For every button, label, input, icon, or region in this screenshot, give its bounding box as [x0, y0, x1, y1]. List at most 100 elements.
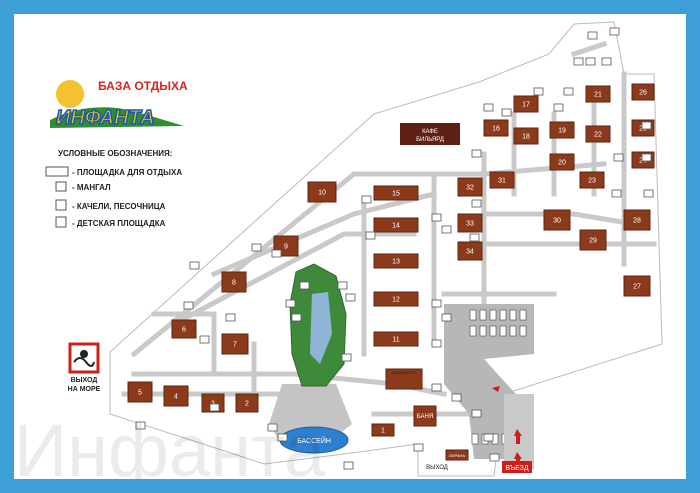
- gazebo-icon: [343, 461, 354, 470]
- legend-item-grill-label: - МАНГАЛ: [72, 183, 111, 192]
- grill-icon: [345, 293, 356, 302]
- building-lot-33: [457, 213, 483, 233]
- gazebo-icon: [553, 103, 564, 112]
- building-number-6: 6: [182, 327, 186, 334]
- gazebo-icon: [199, 335, 210, 344]
- gazebo-icon: [643, 189, 654, 198]
- gazebo-icon: [271, 249, 282, 258]
- building-number-12: 12: [392, 297, 400, 304]
- map-canvas: ВЪЕЗД БАССЕЙН КАФЕ БИЛЬЯРД БАНЯ АДМИНИСТ…: [14, 21, 663, 479]
- building-number-27: 27: [633, 284, 641, 291]
- building-number-1: 1: [381, 428, 385, 435]
- grill-icon: [469, 233, 480, 242]
- grill-icon: [641, 121, 652, 130]
- sauna-label: БАНЯ: [417, 414, 433, 420]
- parked-car: [519, 309, 527, 321]
- grill-icon: [563, 87, 574, 96]
- legend-item-swing-label: - КАЧЕЛИ, ПЕСОЧНИЦА: [72, 202, 166, 211]
- grill-icon: [601, 57, 612, 66]
- building-number-20: 20: [558, 160, 566, 167]
- building-lot-16: [483, 119, 509, 137]
- building-number-32: 32: [466, 185, 474, 192]
- building-number-18: 18: [522, 134, 530, 141]
- grill-icon: [613, 153, 624, 162]
- building-lot-6: [171, 319, 197, 339]
- parked-car: [471, 433, 479, 445]
- legend: УСЛОВНЫЕ ОБОЗНАЧЕНИЯ: - ПЛОЩАДКА ДЛЯ ОТД…: [45, 149, 182, 228]
- building-lot-12: [373, 291, 419, 307]
- security-label: ОХРАНА: [449, 453, 466, 458]
- building-number-10: 10: [318, 190, 326, 197]
- parked-car: [509, 309, 517, 321]
- building-number-34: 34: [466, 249, 474, 256]
- grill-icon: [441, 313, 452, 322]
- building-lot-8: [221, 271, 247, 293]
- building-lot-15: [373, 185, 419, 201]
- gazebo-icon: [609, 27, 620, 36]
- gazebo-icon: [431, 213, 442, 222]
- legend-item-playground-label: - ДЕТСКАЯ ПЛОЩАДКА: [72, 219, 166, 228]
- sea-exit-label-line2: НА МОРЕ: [68, 386, 101, 393]
- security-building: [445, 449, 469, 461]
- logo: БАЗА ОТДЫХА ИНФАНТА: [50, 79, 188, 130]
- grill-icon: [365, 231, 376, 240]
- building-number-28: 28: [633, 218, 641, 225]
- grill-icon: [413, 443, 424, 452]
- park-waterfall: [310, 292, 332, 364]
- logo-line1: БАЗА ОТДЫХА: [98, 79, 188, 93]
- grill-icon: [483, 433, 494, 442]
- building-number-15: 15: [392, 191, 400, 198]
- building-lot-19: [549, 121, 575, 139]
- sea-exit-wave-icon: [73, 357, 95, 367]
- gazebo-icon: [533, 87, 544, 96]
- building-lot-30: [543, 209, 571, 231]
- building-lot-22: [585, 125, 611, 143]
- gazebo-icon: [483, 103, 494, 112]
- grill-icon: [587, 31, 598, 40]
- gazebo-icon: [431, 339, 442, 348]
- parked-car: [519, 325, 527, 337]
- gazebo-icon: [585, 57, 596, 66]
- building-lots: 1234567891011121314151617181920212223242…: [127, 83, 655, 437]
- parked-car: [489, 325, 497, 337]
- gazebo-icon: [431, 299, 442, 308]
- resort-map: ВЪЕЗД БАССЕЙН КАФЕ БИЛЬЯРД БАНЯ АДМИНИСТ…: [14, 14, 686, 479]
- building-number-30: 30: [553, 218, 561, 225]
- building-number-13: 13: [392, 259, 400, 266]
- legend-title: УСЛОВНЫЕ ОБОЗНАЧЕНИЯ:: [58, 149, 172, 158]
- gazebo-icon: [489, 453, 500, 462]
- sea-exit: [68, 342, 100, 374]
- building-number-29: 29: [589, 238, 597, 245]
- gazebo-icon: [471, 199, 482, 208]
- grill-icon: [611, 189, 622, 198]
- building-number-17: 17: [522, 102, 530, 109]
- building-number-8: 8: [232, 280, 236, 287]
- gazebo-icon: [209, 403, 220, 412]
- entry-label-box: [502, 461, 532, 473]
- legend-item-swing: - КАЧЕЛИ, ПЕСОЧНИЦА: [55, 199, 166, 211]
- grill-icon: [189, 261, 200, 270]
- building-lot-21: [585, 85, 611, 103]
- gazebo-icon: [225, 313, 236, 322]
- building-number-7: 7: [233, 342, 237, 349]
- grill-icon: [573, 57, 584, 66]
- building-lot-34: [457, 241, 483, 261]
- building-lot-7: [221, 333, 249, 355]
- building-lot-26: [631, 83, 655, 101]
- building-number-4: 4: [174, 394, 178, 401]
- grill-icon: [135, 421, 146, 430]
- grill-icon: [501, 108, 512, 117]
- parked-car: [499, 309, 507, 321]
- building-lot-18: [513, 127, 539, 145]
- building-lot-17: [513, 95, 539, 113]
- building-lot-23: [579, 171, 605, 189]
- building-lot-4: [163, 385, 189, 407]
- building-number-26: 26: [639, 90, 647, 97]
- building-lot-32: [457, 177, 483, 197]
- swing-icon: [55, 199, 67, 211]
- grill-icon: [471, 149, 482, 158]
- legend-item-grill: - МАНГАЛ: [55, 181, 111, 192]
- cafe-building: [400, 123, 460, 145]
- gazebo-icon: [337, 281, 348, 290]
